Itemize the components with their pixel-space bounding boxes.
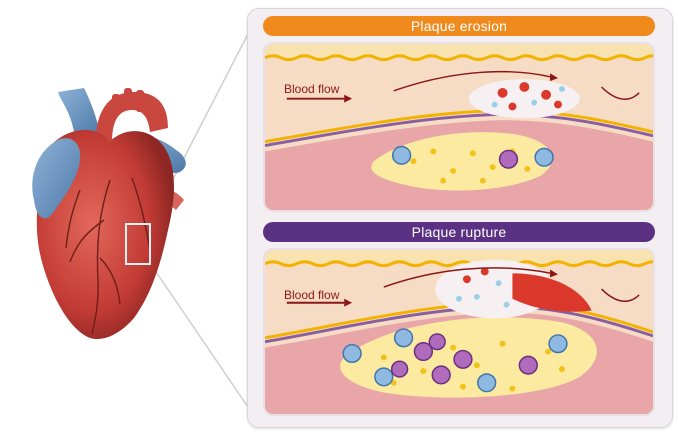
top-endothelium — [265, 54, 653, 62]
turbulence-arrow — [601, 86, 640, 100]
flow-curve-arrow-head — [550, 73, 558, 82]
blood-flow-arrow-head — [344, 94, 353, 103]
thrombus — [435, 259, 592, 319]
zoom-line-bottom — [149, 262, 251, 411]
superior-vena-cava — [58, 88, 100, 135]
plaque-core — [371, 132, 553, 191]
aorta-branch-3 — [136, 90, 144, 112]
erosion-blood-flow-label: Blood flow — [284, 82, 340, 96]
top-wall — [265, 250, 653, 264]
thrombus — [468, 79, 580, 119]
blood-flow-arrow-head — [344, 298, 353, 307]
right-atrium — [32, 138, 81, 219]
flow-curve-arrow — [393, 70, 553, 92]
foam-cell — [534, 147, 554, 167]
foam-cells — [342, 328, 568, 393]
foam-cell — [391, 145, 412, 165]
macrophages — [390, 333, 538, 385]
aorta-branch-2 — [124, 88, 132, 110]
flow-curve-arrow-head — [550, 269, 558, 278]
rupture-vessel-panel — [263, 248, 655, 416]
rupture-title: Plaque rupture — [263, 222, 655, 242]
zoom-region-box — [125, 223, 151, 265]
erosion-title: Plaque erosion — [263, 16, 655, 36]
rupture-blood-flow-label: Blood flow — [284, 288, 340, 302]
aorta-branch-1 — [112, 94, 120, 116]
top-wall — [265, 44, 653, 58]
top-endothelium — [265, 260, 653, 268]
turbulence-arrow — [601, 288, 640, 303]
macrophage — [498, 149, 519, 169]
coronary-arteries — [65, 177, 151, 335]
flow-curve-arrow — [383, 267, 553, 288]
erosion-vessel-panel — [263, 42, 655, 212]
lipid-droplets — [410, 148, 531, 184]
